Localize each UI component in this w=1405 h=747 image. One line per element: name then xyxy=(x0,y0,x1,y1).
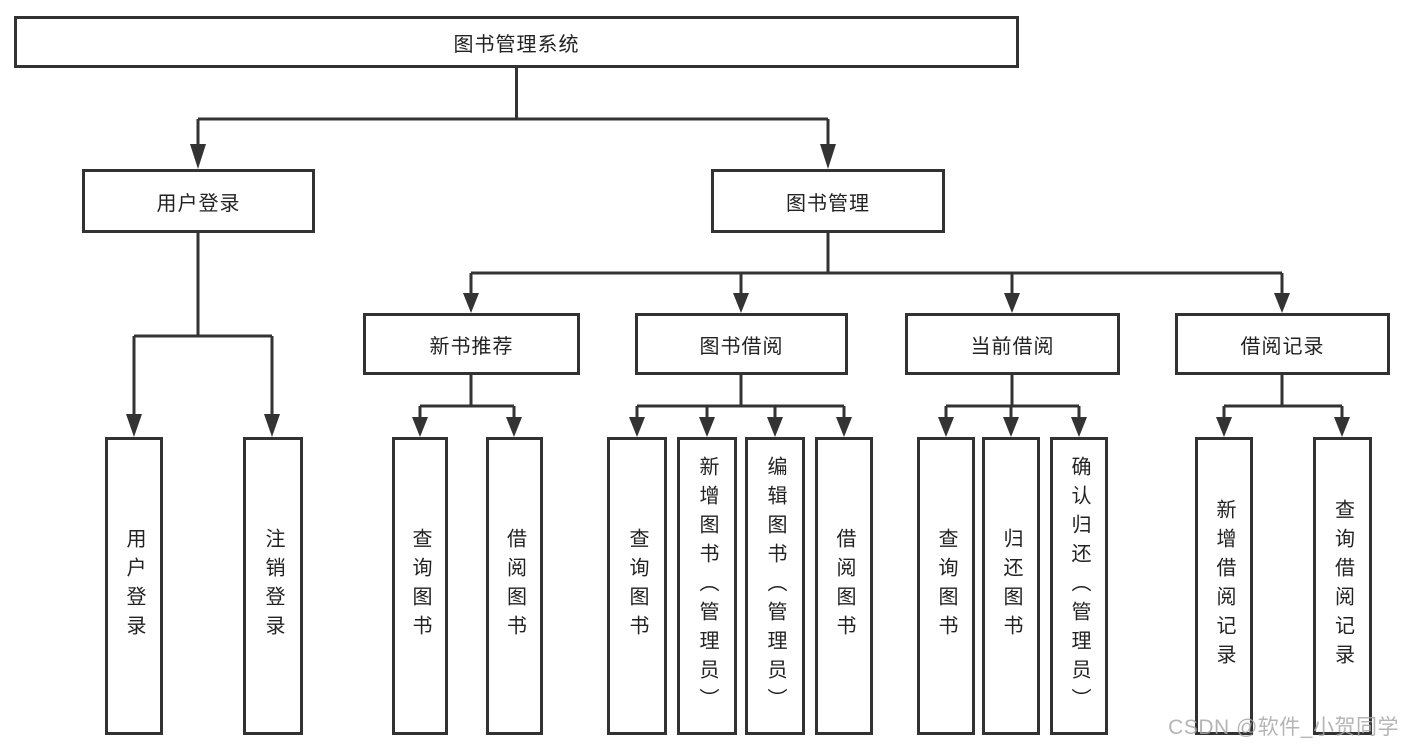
node-book-borrowing: 图书借阅 xyxy=(635,313,848,375)
leaf-label: 借阅图书 xyxy=(833,528,855,644)
node-current-borrowing: 当前借阅 xyxy=(905,313,1120,375)
leaf-return-books: 归还图书 xyxy=(982,437,1040,735)
leaf-label: 注销登录 xyxy=(262,528,284,644)
leaf-edit-book-admin: 编辑图书（管理员） xyxy=(745,437,805,735)
leaf-label: 查询图书 xyxy=(626,528,648,644)
node-library-system: 图书管理系统 xyxy=(14,16,1019,68)
leaf-label: 归还图书 xyxy=(1000,528,1022,644)
leaf-label: 查询图书 xyxy=(409,528,431,644)
leaf-confirm-return-admin: 确认归还（管理员） xyxy=(1050,437,1108,735)
leaf-borrow-books-recommend: 借阅图书 xyxy=(486,437,543,735)
leaf-logout: 注销登录 xyxy=(243,437,303,735)
leaf-query-borrow-record: 查询借阅记录 xyxy=(1313,437,1372,735)
leaf-add-borrow-record: 新增借阅记录 xyxy=(1195,437,1253,735)
leaf-label: 查询借阅记录 xyxy=(1331,499,1354,673)
leaf-label: 新增借阅记录 xyxy=(1213,499,1235,673)
leaf-borrow-books-borrowing: 借阅图书 xyxy=(815,437,873,735)
leaf-label: 用户登录 xyxy=(123,528,145,644)
leaf-label: 查询图书 xyxy=(935,528,957,644)
node-user-login: 用户登录 xyxy=(82,169,315,233)
leaf-label: 确认归还（管理员） xyxy=(1068,455,1090,717)
leaf-query-books-current: 查询图书 xyxy=(917,437,975,735)
node-book-management: 图书管理 xyxy=(711,169,945,233)
leaf-label: 新增图书（管理员） xyxy=(696,455,718,717)
leaf-label: 借阅图书 xyxy=(503,528,526,644)
leaf-user-login: 用户登录 xyxy=(105,437,163,735)
leaf-label: 编辑图书（管理员） xyxy=(764,455,786,717)
csdn-watermark: CSDN @软件_小贺同学 xyxy=(1168,716,1399,739)
leaf-query-books-borrowing: 查询图书 xyxy=(607,437,667,735)
node-new-book-recommend: 新书推荐 xyxy=(363,313,580,375)
leaf-query-books-recommend: 查询图书 xyxy=(392,437,448,735)
leaf-add-book-admin: 新增图书（管理员） xyxy=(677,437,737,735)
node-borrow-records: 借阅记录 xyxy=(1175,313,1390,375)
